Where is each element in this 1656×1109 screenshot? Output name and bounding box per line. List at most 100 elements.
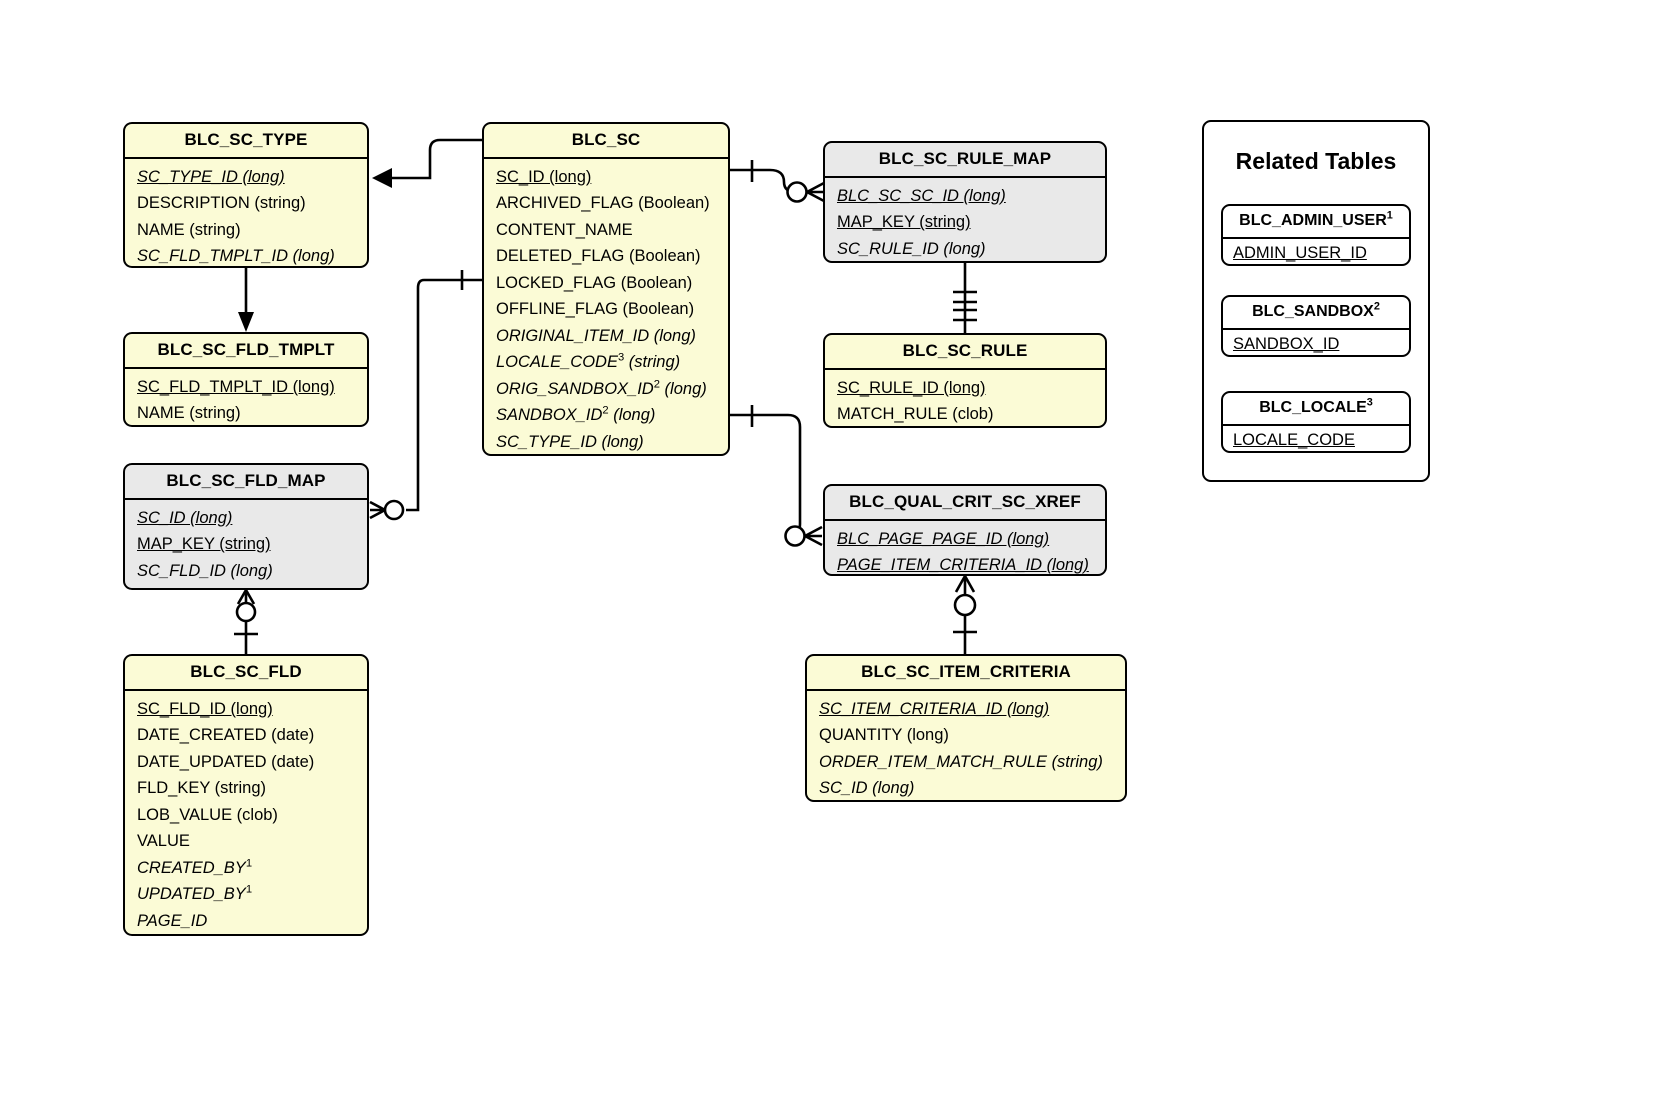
attribute-list: SC_FLD_ID (long) DATE_CREATED (date) DAT…: [125, 691, 367, 934]
attribute-row: SC_TYPE_ID (long): [496, 432, 644, 451]
attribute-row: DESCRIPTION (string): [137, 194, 306, 213]
attribute-row: ARCHIVED_FLAG (Boolean): [496, 194, 710, 213]
attribute-row: MAP_KEY (string): [137, 535, 271, 554]
entity-blc-sc-fld-map[interactable]: BLC_SC_FLD_MAP SC_ID (long) MAP_KEY (str…: [123, 463, 369, 590]
attribute-row: SC_FLD_ID (long): [137, 699, 273, 718]
attribute-row: UPDATED_BY1: [137, 883, 253, 904]
attribute-row: LOB_VALUE (clob): [137, 805, 278, 824]
entity-blc-admin-user[interactable]: BLC_ADMIN_USER1 ADMIN_USER_ID: [1221, 204, 1411, 266]
entity-title: BLC_SC_FLD: [125, 656, 367, 691]
entity-blc-sc-rule[interactable]: BLC_SC_RULE SC_RULE_ID (long) MATCH_RULE…: [823, 333, 1107, 428]
entity-blc-sc-rule-map[interactable]: BLC_SC_RULE_MAP BLC_SC_SC_ID (long) MAP_…: [823, 141, 1107, 263]
attribute-list: SC_RULE_ID (long) MATCH_RULE (clob): [825, 370, 1105, 426]
attribute-row: SC_FLD_TMPLT_ID (long): [137, 247, 335, 266]
entity-title: BLC_SC_ITEM_CRITERIA: [807, 656, 1125, 691]
attribute-row: SC_ID (long): [819, 779, 915, 798]
attribute-row: ORIG_SANDBOX_ID2 (long): [496, 378, 707, 398]
footnote-ref: 2: [1373, 300, 1380, 313]
edge-sc-to-rulemap: [730, 168, 808, 194]
attribute-list: SC_ID (long) MAP_KEY (string) SC_FLD_ID …: [125, 500, 367, 588]
marker-optional-fld: [235, 601, 257, 623]
edge-sc-to-fldmap: [406, 278, 482, 512]
attribute-row: SC_ID (long): [496, 167, 592, 186]
attribute-list: SC_ID (long) ARCHIVED_FLAG (Boolean) CON…: [484, 159, 728, 454]
attribute-row: QUANTITY (long): [819, 726, 949, 745]
footnote-ref: 3: [1366, 396, 1373, 409]
entity-blc-sc-fld[interactable]: BLC_SC_FLD SC_FLD_ID (long) DATE_CREATED…: [123, 654, 369, 936]
attribute-row: LOCKED_FLAG (Boolean): [496, 273, 693, 292]
attribute-row: OFFLINE_FLAG (Boolean): [496, 300, 695, 319]
attribute-row: LOCALE_CODE3 (string): [496, 351, 681, 372]
attribute-row: SC_ID (long): [137, 508, 233, 527]
entity-title: BLC_SANDBOX2: [1223, 297, 1409, 330]
attribute-row: CREATED_BY1: [137, 857, 253, 877]
marker-many-fldmap: [369, 500, 386, 520]
attribute-row: MAP_KEY (string): [837, 213, 971, 232]
marker-optional-qualcrit: [784, 525, 806, 547]
attribute-row: PAGE_ID: [137, 911, 208, 930]
marker-one-rulemap: [953, 290, 977, 304]
attribute-list: SC_TYPE_ID (long) DESCRIPTION (string) N…: [125, 159, 367, 266]
attribute-row: ADMIN_USER_ID: [1233, 244, 1367, 262]
attribute-row: BLC_PAGE_PAGE_ID (long): [837, 529, 1050, 548]
attribute-row: SC_RULE_ID (long): [837, 239, 986, 258]
marker-one-rule: [953, 308, 977, 322]
attribute-row: NAME (string): [137, 220, 241, 239]
attribute-row: SC_RULE_ID (long): [837, 378, 986, 397]
arrowhead-sctype: [372, 178, 392, 188]
attribute-row: SANDBOX_ID2 (long): [496, 404, 656, 425]
entity-title: BLC_SC_RULE: [825, 335, 1105, 370]
attribute-row: PAGE_ITEM_CRITERIA_ID (long): [837, 556, 1089, 575]
footnote-ref: 1: [1386, 209, 1393, 222]
attribute-row: NAME (string): [137, 404, 241, 423]
attribute-row: MATCH_RULE (clob): [837, 405, 994, 424]
footnote-ref: 1: [245, 883, 253, 896]
entity-blc-locale[interactable]: BLC_LOCALE3 LOCALE_CODE: [1221, 391, 1411, 453]
entity-blc-sc[interactable]: BLC_SC SC_ID (long) ARCHIVED_FLAG (Boole…: [482, 122, 730, 456]
footnote-ref: 3: [617, 351, 625, 364]
attribute-row: VALUE: [137, 832, 190, 851]
attribute-row: DATE_UPDATED (date): [137, 752, 315, 771]
marker-many-qualcrit: [804, 525, 823, 547]
attribute-row: SC_TYPE_ID (long): [137, 167, 285, 186]
marker-many-fldmap-fld: [236, 589, 256, 605]
attribute-list: SC_ITEM_CRITERIA_ID (long) QUANTITY (lon…: [807, 691, 1125, 800]
attribute-row: SC_FLD_TMPLT_ID (long): [137, 377, 335, 396]
entity-title: BLC_QUAL_CRIT_SC_XREF: [825, 486, 1105, 521]
entity-title: BLC_ADMIN_USER1: [1223, 206, 1409, 239]
attribute-row: CONTENT_NAME: [496, 220, 633, 239]
attribute-row: SANDBOX_ID: [1233, 335, 1340, 353]
marker-optional-rulemap: [786, 181, 808, 203]
marker-optional-itemcriteria: [953, 593, 977, 617]
entity-title: BLC_SC_FLD_MAP: [125, 465, 367, 500]
attribute-row: SC_ITEM_CRITERIA_ID (long): [819, 699, 1050, 718]
footnote-ref: 2: [653, 378, 660, 391]
arrowhead-fldtmplt: [238, 312, 254, 332]
attribute-row: ORIGINAL_ITEM_ID (long): [496, 326, 696, 345]
marker-many-qualcrit-ic: [954, 575, 976, 593]
entity-blc-sandbox[interactable]: BLC_SANDBOX2 SANDBOX_ID: [1221, 295, 1411, 357]
marker-many-rulemap: [806, 181, 825, 203]
entity-title: BLC_LOCALE3: [1223, 393, 1409, 426]
attribute-list: BLC_SC_SC_ID (long) MAP_KEY (string) SC_…: [825, 178, 1105, 261]
attribute-list: SC_FLD_TMPLT_ID (long) NAME (string): [125, 369, 367, 425]
footnote-ref: 1: [245, 857, 253, 870]
entity-title: BLC_SC_RULE_MAP: [825, 143, 1105, 178]
footnote-ref: 2: [602, 404, 609, 417]
entity-title: BLC_SC_TYPE: [125, 124, 367, 159]
entity-blc-sc-item-criteria[interactable]: BLC_SC_ITEM_CRITERIA SC_ITEM_CRITERIA_ID…: [805, 654, 1127, 802]
marker-optional-fldmap: [383, 499, 405, 521]
attribute-list: BLC_PAGE_PAGE_ID (long) PAGE_ITEM_CRITER…: [825, 521, 1105, 575]
attribute-row: DELETED_FLAG (Boolean): [496, 247, 701, 266]
entity-title: BLC_SC: [484, 124, 728, 159]
edge-sc-to-sctype: [392, 138, 482, 180]
entity-blc-qual-crit-sc-xref[interactable]: BLC_QUAL_CRIT_SC_XREF BLC_PAGE_PAGE_ID (…: [823, 484, 1107, 576]
entity-title: BLC_SC_FLD_TMPLT: [125, 334, 367, 369]
attribute-row: SC_FLD_ID (long): [137, 561, 273, 580]
entity-blc-sc-type[interactable]: BLC_SC_TYPE SC_TYPE_ID (long) DESCRIPTIO…: [123, 122, 369, 268]
attribute-row: ORDER_ITEM_MATCH_RULE (string): [819, 752, 1103, 771]
related-tables-title: Related Tables: [1235, 148, 1397, 174]
attribute-row: FLD_KEY (string): [137, 779, 266, 798]
entity-blc-sc-fld-tmplt[interactable]: BLC_SC_FLD_TMPLT SC_FLD_TMPLT_ID (long) …: [123, 332, 369, 427]
